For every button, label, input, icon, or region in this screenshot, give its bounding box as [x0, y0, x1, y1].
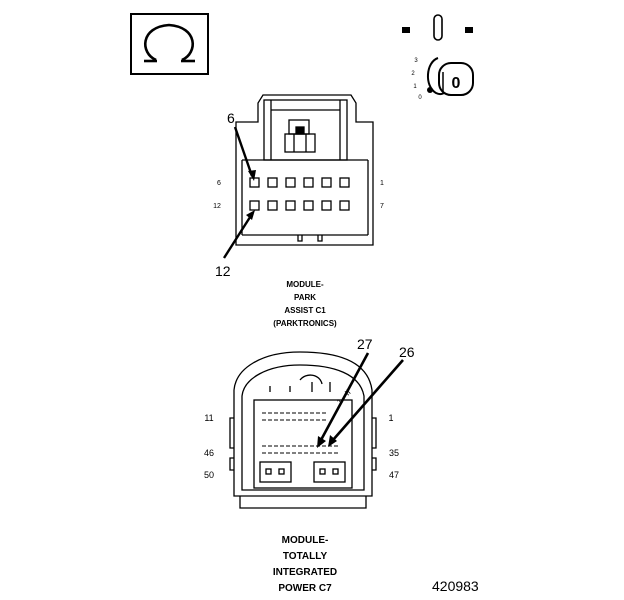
pin-label: 50: [204, 470, 214, 480]
pin-cavities-row-1: [249, 177, 350, 188]
connector-c1-pin-labels: 6 12 1 7: [213, 180, 384, 210]
pin-label: 35: [389, 448, 399, 458]
pin-label: 1: [380, 180, 384, 187]
caption-line: PARK: [293, 293, 317, 302]
pin-label: 11: [204, 413, 213, 423]
pin-label: 12: [213, 203, 221, 210]
pin-label: 47: [389, 470, 399, 480]
pin-cavities-row-2: [249, 200, 350, 211]
pin-label: 1: [388, 413, 393, 423]
connector-c7: [229, 351, 377, 509]
ignition-position-label: 2: [411, 71, 415, 77]
caption-line: TOTALLY: [282, 551, 328, 562]
connector-c7-callouts: 27 26: [317, 336, 415, 448]
caption-line: INTEGRATED: [272, 567, 338, 578]
figure-number: 420983: [432, 578, 479, 594]
connector-c1-caption: MODULE- PARK ASSIST C1 (PARKTRONICS): [245, 278, 365, 330]
callout-label: 27: [357, 336, 373, 352]
pin-label: 6: [217, 180, 221, 187]
ignition-key-icon: 0: [427, 57, 474, 96]
caption-line: POWER C7: [278, 583, 332, 594]
ohm-icon: [143, 23, 195, 63]
caption-line: MODULE-: [286, 280, 324, 289]
connector-c1-callouts: 6 12: [215, 110, 256, 279]
connector-c7-pin-labels: 11 46 50 1 35 47: [204, 413, 399, 480]
ignition-position-label: 3: [414, 58, 418, 64]
ignition-position-label: 1: [413, 84, 417, 90]
key-letter: 0: [452, 75, 461, 92]
ohm-symbol: [130, 13, 209, 75]
pin-cavities-row-2: [262, 445, 338, 454]
ignition-switch: 0 3 2 1 0: [402, 14, 474, 101]
caption-line: (PARKTRONICS): [273, 319, 337, 328]
ignition-position-label: 0: [418, 95, 422, 101]
caption-line: MODULE-: [281, 535, 329, 546]
slot-mark: 1: [335, 397, 345, 407]
pin-label: 46: [204, 448, 214, 458]
caption-line: ASSIST C1: [284, 306, 326, 315]
pin-cavities-row-1: [262, 412, 326, 421]
callout-label: 12: [215, 263, 231, 279]
callout-label: 26: [399, 344, 415, 360]
callout-label: 6: [227, 110, 235, 126]
pin-label: 7: [380, 203, 384, 210]
connector-c7-caption: MODULE- TOTALLY INTEGRATED POWER C7: [245, 533, 365, 597]
connector-c1: [235, 94, 374, 246]
